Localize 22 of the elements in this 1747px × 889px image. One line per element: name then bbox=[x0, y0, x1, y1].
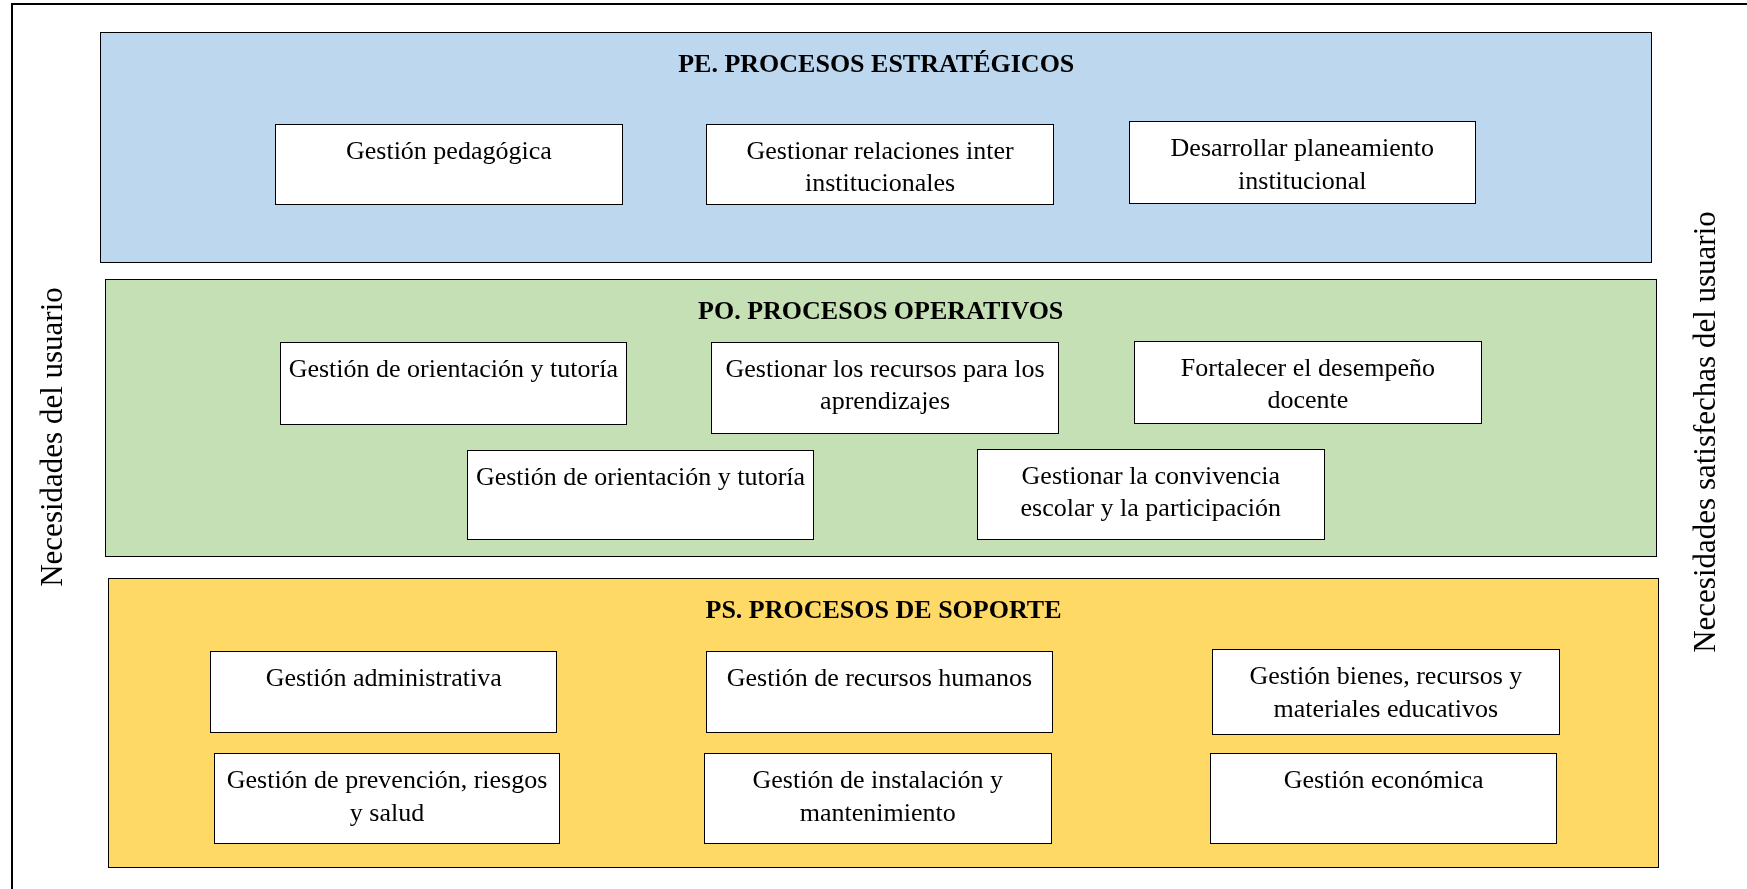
band-title: PE. PROCESOS ESTRATÉGICOS bbox=[677, 49, 1076, 80]
process-box: Gestionar la convivencia escolar y la participación bbox=[977, 448, 1325, 541]
process-box: Gestión bienes, recursos y materiales educativos bbox=[1212, 649, 1560, 736]
process-box: Gestión económica bbox=[1209, 753, 1558, 845]
band-title: PS. PROCESOS DE SOPORTE bbox=[704, 595, 1063, 626]
process-box: Gestión de orientación y tutoría bbox=[466, 450, 815, 541]
band-title: PO. PROCESOS OPERATIVOS bbox=[697, 295, 1065, 326]
process-band bbox=[100, 32, 1653, 263]
process-band bbox=[108, 578, 1659, 868]
process-band bbox=[104, 278, 1657, 558]
process-box: Gestión de prevención, riesgos y salud bbox=[213, 753, 561, 845]
process-box: Gestión de recursos humanos bbox=[706, 650, 1053, 733]
process-box: Gestión de orientación y tutoría bbox=[279, 341, 628, 426]
process-box: Desarrollar planeamiento institucional bbox=[1128, 121, 1477, 204]
process-box: Gestión pedagógica bbox=[275, 123, 623, 205]
process-box: Gestionar los recursos para los aprendizajes bbox=[710, 341, 1060, 435]
process-box: Gestión administrativa bbox=[210, 650, 557, 733]
side-label: Necesidades satisfechas del usuario bbox=[1686, 211, 1723, 654]
side-label: Necesidades del usuario bbox=[34, 286, 71, 587]
process-box: Gestión de instalación y mantenimiento bbox=[704, 753, 1052, 845]
process-box: Fortalecer el desempeño docente bbox=[1134, 340, 1482, 425]
process-box: Gestionar relaciones inter institucionales bbox=[706, 123, 1054, 205]
